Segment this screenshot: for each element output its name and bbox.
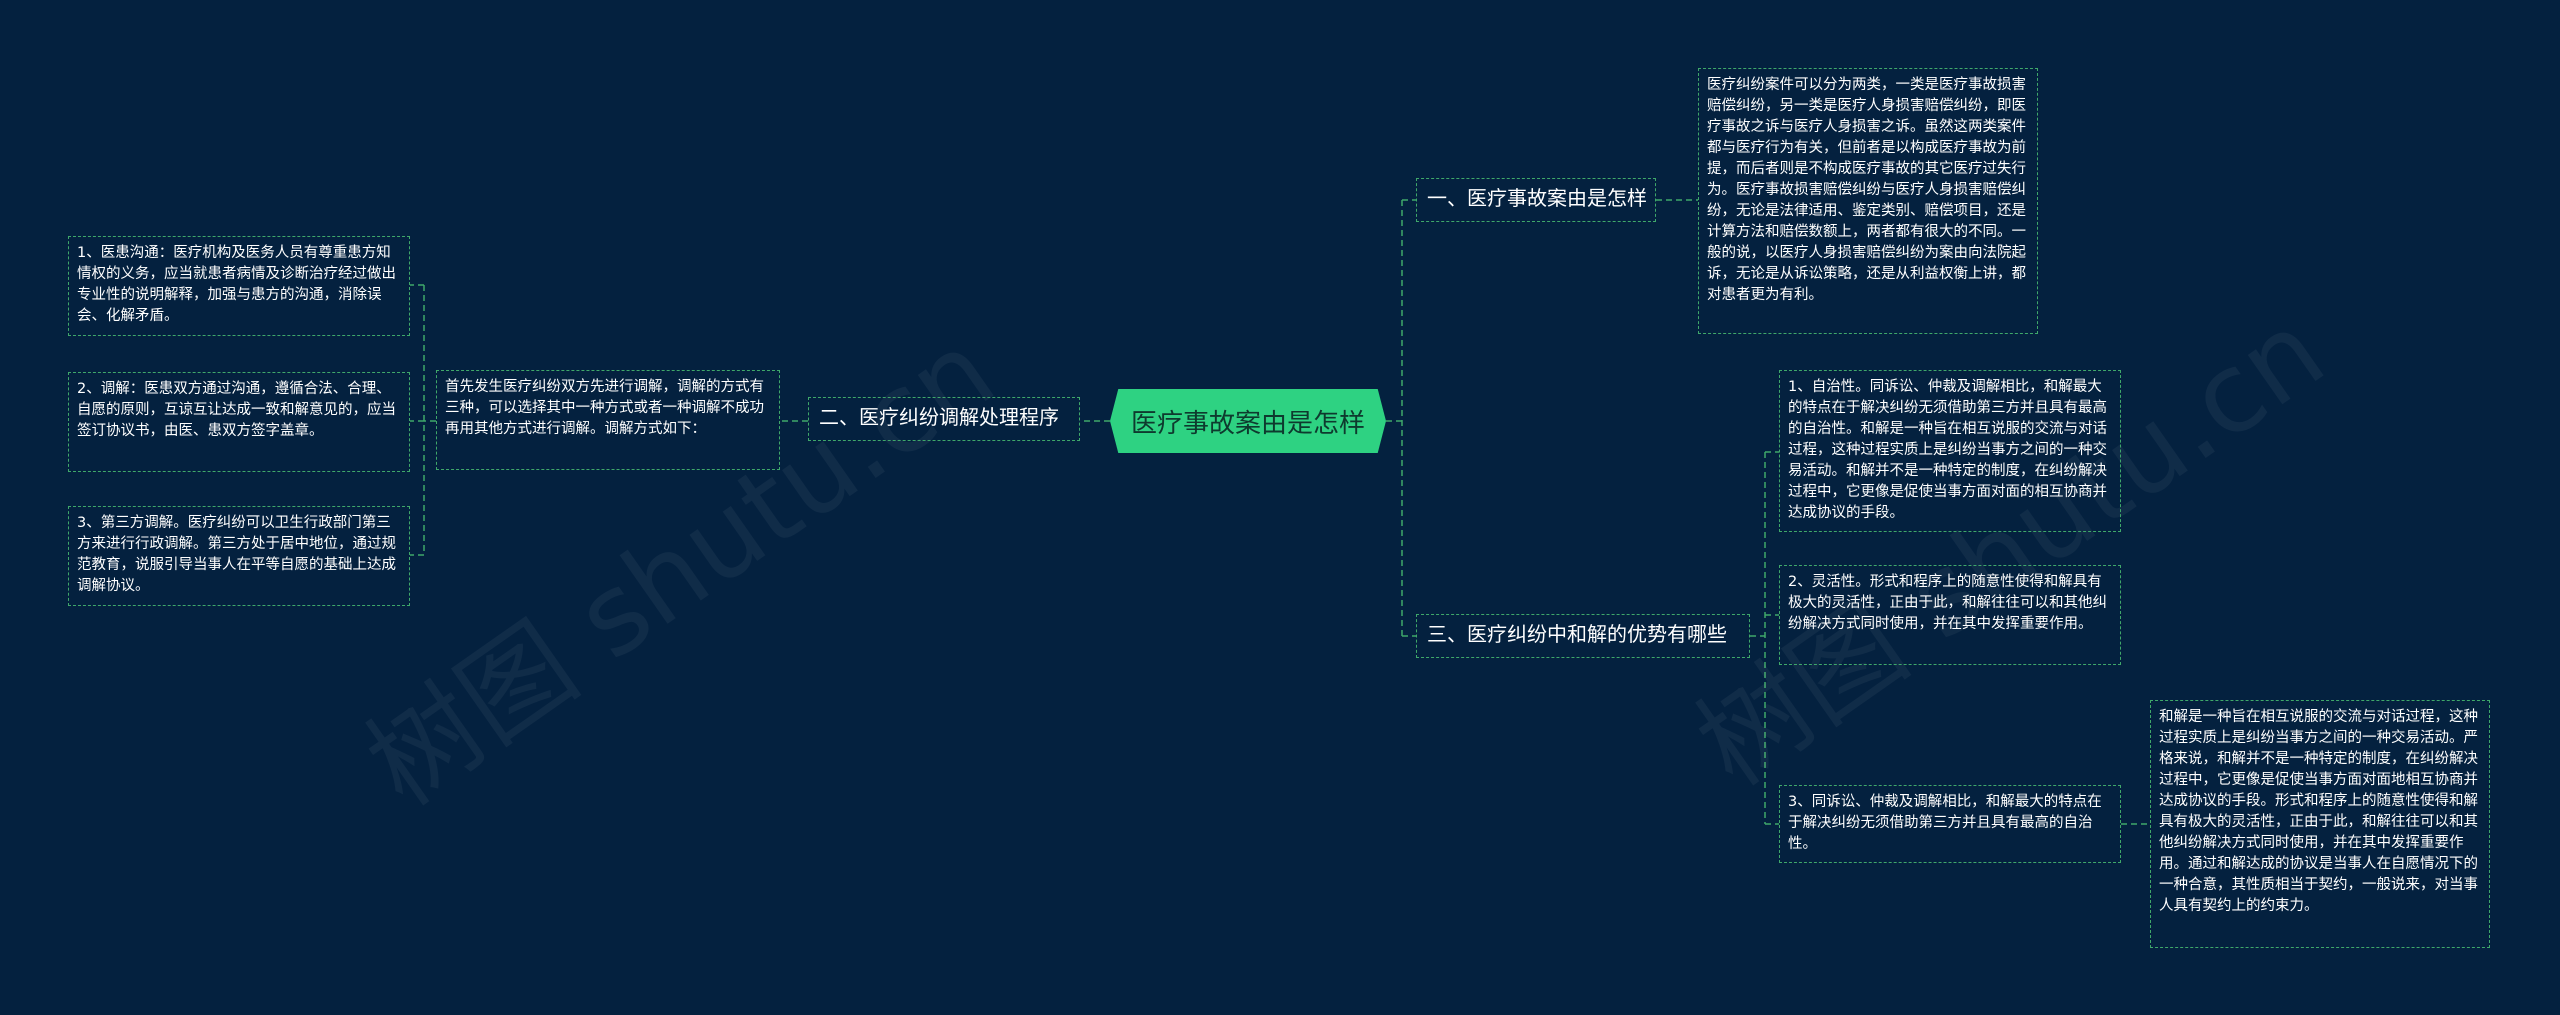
- leaf-b2-3[interactable]: 3、第三方调解。医疗纠纷可以卫生行政部门第三方来进行行政调解。第三方处于居中地位…: [68, 506, 410, 606]
- leaf-text: 首先发生医疗纠纷双方先进行调解，调解的方式有三种，可以选择其中一种方式或者一种调…: [445, 379, 764, 437]
- leaf-text: 1、自治性。同诉讼、仲裁及调解相比，和解最大的特点在于解决纠纷无须借助第三方并且…: [1788, 379, 2107, 521]
- leaf-text: 和解是一种旨在相互说服的交流与对话过程，这种过程实质上是纠纷当事方之间的一种交易…: [2159, 709, 2478, 914]
- leaf-text: 3、第三方调解。医疗纠纷可以卫生行政部门第三方来进行行政调解。第三方处于居中地位…: [77, 515, 396, 594]
- branch-node-2[interactable]: 二、医疗纠纷调解处理程序: [808, 397, 1080, 441]
- leaf-text: 2、调解：医患双方通过沟通，遵循合法、合理、自愿的原则，互谅互让达成一致和解意见…: [77, 381, 396, 439]
- leaf-b3-2[interactable]: 2、灵活性。形式和程序上的随意性使得和解具有极大的灵活性，正由于此，和解往往可以…: [1779, 565, 2121, 665]
- leaf-b1-text[interactable]: 医疗纠纷案件可以分为两类，一类是医疗事故损害赔偿纠纷，另一类是医疗人身损害赔偿纠…: [1698, 68, 2038, 334]
- leaf-b2-2[interactable]: 2、调解：医患双方通过沟通，遵循合法、合理、自愿的原则，互谅互让达成一致和解意见…: [68, 372, 410, 472]
- leaf-text: 2、灵活性。形式和程序上的随意性使得和解具有极大的灵活性，正由于此，和解往往可以…: [1788, 574, 2107, 632]
- leaf-text: 1、医患沟通：医疗机构及医务人员有尊重患方知情权的义务，应当就患者病情及诊断治疗…: [77, 245, 396, 324]
- branch-label-1: 一、医疗事故案由是怎样: [1427, 186, 1647, 210]
- leaf-b2-1[interactable]: 1、医患沟通：医疗机构及医务人员有尊重患方知情权的义务，应当就患者病情及诊断治疗…: [68, 236, 410, 336]
- leaf-b2-intro[interactable]: 首先发生医疗纠纷双方先进行调解，调解的方式有三种，可以选择其中一种方式或者一种调…: [436, 370, 780, 470]
- branch-node-1[interactable]: 一、医疗事故案由是怎样: [1416, 178, 1656, 222]
- branch-node-3[interactable]: 三、医疗纠纷中和解的优势有哪些: [1416, 614, 1750, 658]
- branch-label-3: 三、医疗纠纷中和解的优势有哪些: [1427, 622, 1727, 646]
- branch-label-2: 二、医疗纠纷调解处理程序: [819, 405, 1059, 429]
- leaf-b3-3[interactable]: 3、同诉讼、仲裁及调解相比，和解最大的特点在于解决纠纷无须借助第三方并且具有最高…: [1779, 785, 2121, 863]
- leaf-b3-3-detail[interactable]: 和解是一种旨在相互说服的交流与对话过程，这种过程实质上是纠纷当事方之间的一种交易…: [2150, 700, 2490, 948]
- leaf-b3-1[interactable]: 1、自治性。同诉讼、仲裁及调解相比，和解最大的特点在于解决纠纷无须借助第三方并且…: [1779, 370, 2121, 532]
- leaf-text: 医疗纠纷案件可以分为两类，一类是医疗事故损害赔偿纠纷，另一类是医疗人身损害赔偿纠…: [1707, 77, 2026, 303]
- root-label: 医疗事故案由是怎样: [1130, 408, 1365, 439]
- leaf-text: 3、同诉讼、仲裁及调解相比，和解最大的特点在于解决纠纷无须借助第三方并且具有最高…: [1788, 794, 2102, 852]
- root-node[interactable]: 医疗事故案由是怎样: [1110, 389, 1386, 453]
